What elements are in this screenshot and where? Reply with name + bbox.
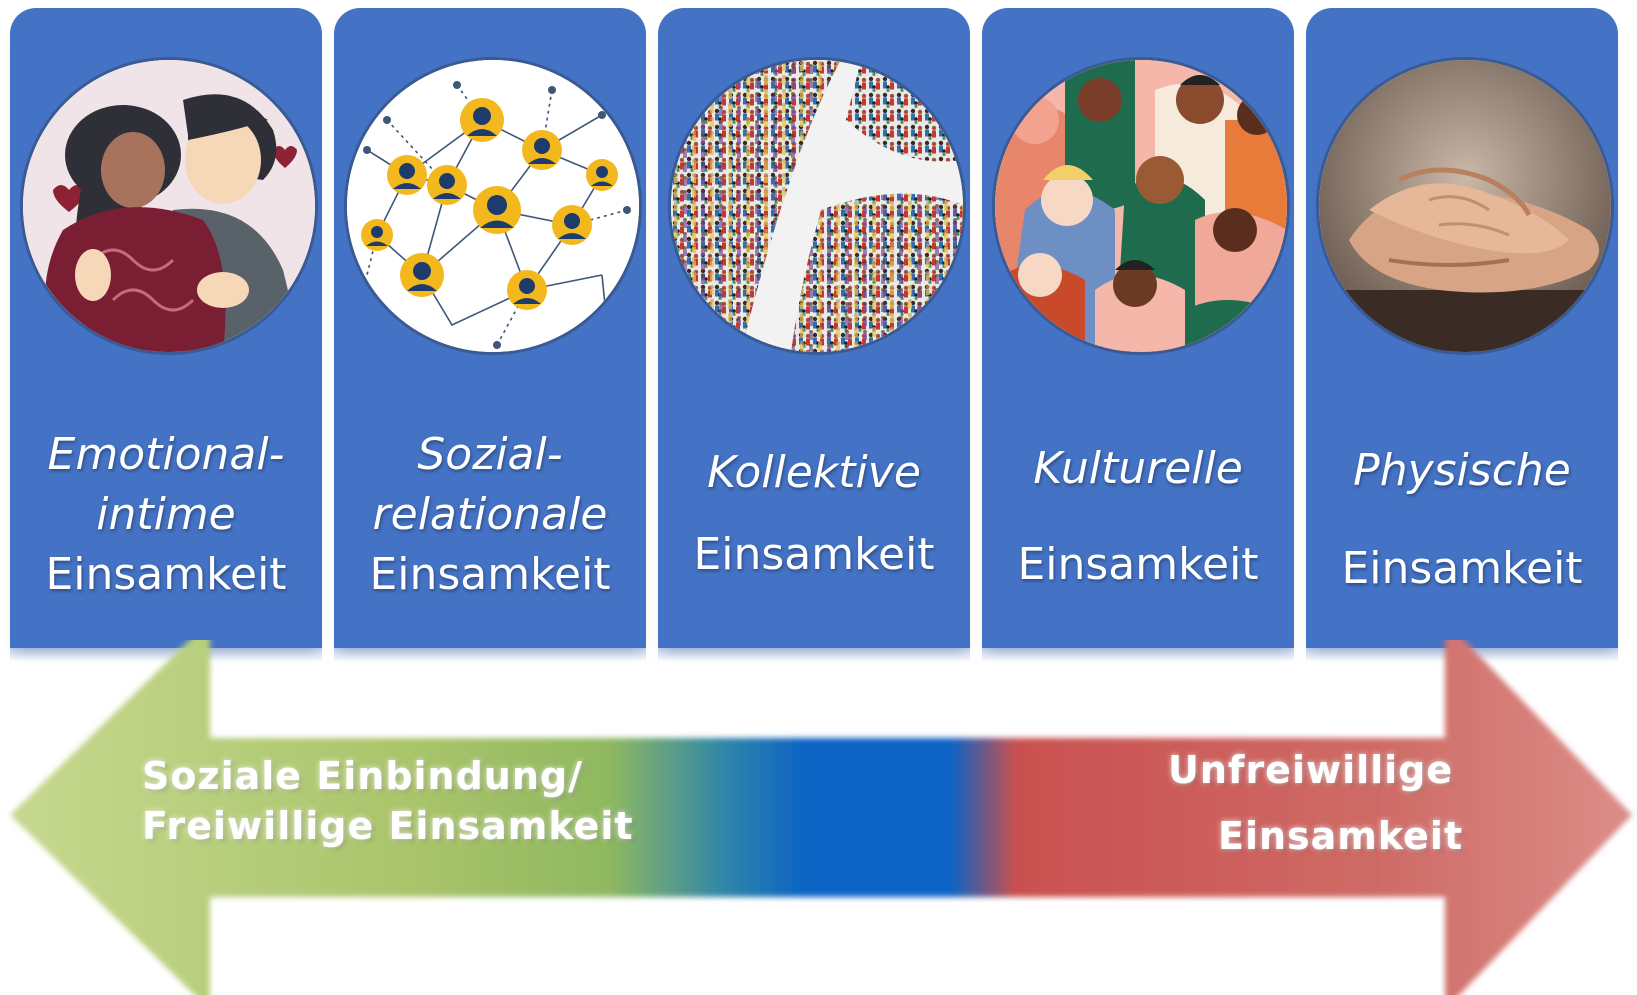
column-label-line-1: Kulturelle [1033, 443, 1243, 494]
column-kollektive: Kollektive Einsamkeit [658, 8, 970, 662]
column-label-line-1: Sozial- [417, 429, 563, 480]
column-label-line-1: Kollektive [707, 447, 921, 498]
embracing-couple-image [20, 57, 318, 355]
left-arrow-text-line-1: Soziale Einbindung/ [142, 754, 583, 798]
column-label-line-3: Einsamkeit [45, 549, 287, 600]
column-label-line-3: Einsamkeit [693, 529, 935, 580]
holding-hands-image [1316, 57, 1614, 355]
right-arrow-text-line-1: Unfreiwillige [1168, 748, 1454, 792]
right-arrow-text-line-2: Einsamkeit [1218, 814, 1464, 858]
social-network-image [344, 57, 642, 355]
column-label-line-1: Emotional- [47, 429, 285, 480]
column-label-line-2: relationale [372, 489, 608, 540]
column-kulturelle: Kulturelle Einsamkeit [982, 8, 1294, 662]
column-label-line-1: Physische [1353, 445, 1571, 496]
column-label-line-3: Einsamkeit [1341, 543, 1583, 594]
loneliness-types: Emotional- intime Einsamkeit [10, 8, 1618, 662]
column-physische: Physische Einsamkeit [1306, 8, 1618, 662]
column-label-line-3: Einsamkeit [369, 549, 611, 600]
column-sozial-relationale: Sozial- relationale Einsamkeit [334, 8, 646, 662]
crowd-image [668, 57, 966, 355]
column-label-line-2: intime [96, 489, 236, 540]
voluntary-involuntary-arrow: Soziale Einbindung/ Freiwillige Einsamke… [0, 640, 1637, 995]
diverse-people-image [992, 57, 1290, 355]
column-label-line-3: Einsamkeit [1017, 539, 1259, 590]
column-emotional-intime: Emotional- intime Einsamkeit [10, 8, 322, 662]
left-arrow-text-line-2: Freiwillige Einsamkeit [142, 804, 634, 848]
double-arrow-shape [10, 640, 1632, 995]
